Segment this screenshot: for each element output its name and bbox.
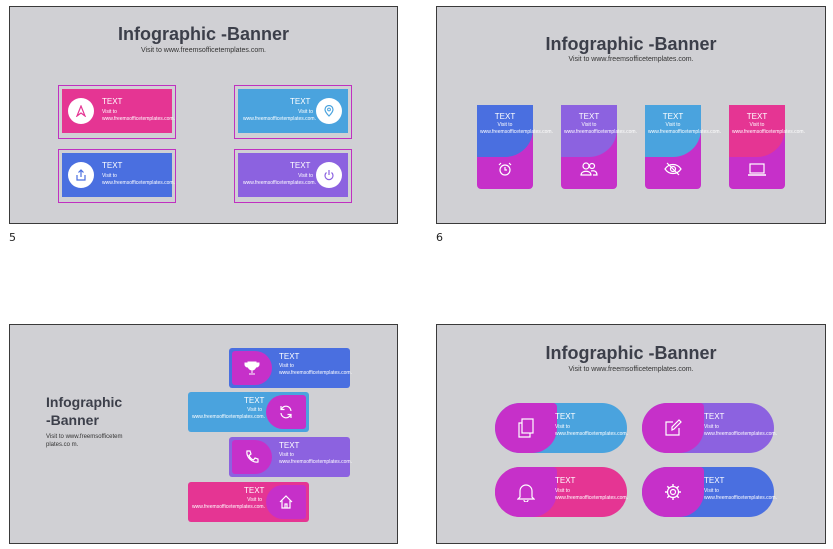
card-label: TEXT [290,161,311,170]
pill-card-1: TEXT Visit to www.freemsofficetemplates.… [495,403,628,453]
card-body: Visit to www.freemsofficetemplates.com. [732,122,805,135]
slide-number: 5 [9,231,16,244]
slide-title: Infographic -Banner [545,34,717,54]
card-body: Visit to www.freemsofficetemplates.com. [704,488,777,501]
card-body: Visit to www.freemsofficetemplates.com. [648,122,721,135]
refresh-icon [266,395,306,429]
phone-icon [232,440,272,474]
navigation-arrow-icon [68,98,94,124]
card-body: Visit to www.freemsofficetemplates.com. [102,173,175,186]
pill-card-4: TEXT Visit to www.freemsofficetemplates.… [642,467,777,517]
slide-thumbnail-7[interactable]: Infographic -Banner Visit to www.freemso… [9,324,398,544]
card-label: TEXT [279,352,300,361]
card-label: TEXT [662,112,684,121]
copy-icon [495,403,557,453]
card-body: Visit to www.freemsofficetemplates.com. [555,424,628,437]
banner-card-3: TEXT Visit to www.freemsofficetemplates.… [645,105,721,189]
eye-off-icon [664,162,682,176]
card-label: TEXT [555,476,576,485]
card-label: TEXT [578,112,600,121]
slide-title: Infographic -Banner [46,394,123,428]
card-outline [58,85,176,139]
card-1: TEXT Visit to www.freemsofficetemplates.… [62,89,175,133]
card-label: TEXT [704,476,725,485]
slide-subtitle: Visit to www.freemsofficetem plates.co m… [46,434,123,448]
card-2: TEXT Visit to www.freemsofficetemplates.… [238,89,348,133]
card-body: Visit to www.freemsofficetemplates.com. [192,497,265,510]
card-body: Visit to www.freemsofficetemplates.com. [243,173,316,186]
card-body: Visit to www.freemsofficetemplates.com. [279,363,352,376]
card-body: Visit to www.freemsofficetemplates.com. [102,109,175,122]
settings-gear-icon [642,467,704,517]
slide-subtitle: Visit to www.freemsofficetemplates.com. [140,47,266,54]
card-body: Visit to www.freemsofficetemplates.com. [243,109,316,122]
card-outline [58,149,176,203]
card-label: TEXT [244,486,265,495]
home-icon [266,485,306,519]
card-3: TEXT Visit to www.freemsofficetemplates.… [62,153,175,197]
slide-subtitle: Visit to www.freemsofficetemplates.com. [568,366,694,373]
card-label: TEXT [102,161,123,170]
row-card-3: TEXT Visit to www.freemsofficetemplates.… [229,437,352,477]
slide-thumbnail-6[interactable]: Infographic -Banner Visit to www.freemso… [436,6,826,224]
card-outline [234,85,352,139]
card-label: TEXT [555,412,576,421]
card-body: Visit to www.freemsofficetemplates.com. [192,407,265,420]
row-card-4: TEXT Visit to www.freemsofficetemplates.… [188,482,309,522]
card-label: TEXT [494,112,516,121]
slide-number: 6 [436,231,443,244]
users-icon [580,161,598,177]
card-body: Visit to www.freemsofficetemplates.com. [564,122,637,135]
row-card-1: TEXT Visit to www.freemsofficetemplates.… [229,348,352,388]
location-pin-icon [316,98,342,124]
card-label: TEXT [290,97,311,106]
pill-card-3: TEXT Visit to www.freemsofficetemplates.… [495,467,628,517]
edit-icon [642,403,704,453]
slide-thumbnail-8[interactable]: Infographic -Banner Visit to www.freemso… [436,324,826,544]
slide-title: Infographic -Banner [117,24,289,44]
card-label: TEXT [102,97,123,106]
card-body: Visit to www.freemsofficetemplates.com. [704,424,777,437]
trophy-icon [232,351,272,385]
card-label: TEXT [244,396,265,405]
card-4: TEXT Visit to www.freemsofficetemplates.… [238,153,348,197]
share-upload-icon [68,162,94,188]
pill-card-2: TEXT Visit to www.freemsofficetemplates.… [642,403,777,453]
card-label: TEXT [746,112,768,121]
slide-title: Infographic -Banner [545,343,717,363]
card-body: Visit to www.freemsofficetemplates.com. [279,452,352,465]
row-card-2: TEXT Visit to www.freemsofficetemplates.… [188,392,309,432]
banner-card-4: TEXT Visit to www.freemsofficetemplates.… [729,105,805,189]
card-body: Visit to www.freemsofficetemplates.com. [555,488,628,501]
alarm-clock-icon [497,161,513,177]
slide-thumbnail-5[interactable]: Infographic -Banner Visit to www.freemso… [9,6,398,224]
laptop-icon [747,163,767,177]
power-icon [316,162,342,188]
slide-subtitle: Visit to www.freemsofficetemplates.com. [568,56,694,63]
card-label: TEXT [704,412,725,421]
card-outline [234,149,352,203]
card-body: Visit to www.freemsofficetemplates.com. [480,122,553,135]
card-label: TEXT [279,441,300,450]
banner-card-2: TEXT Visit to www.freemsofficetemplates.… [561,105,637,189]
banner-card-1: TEXT Visit to www.freemsofficetemplates.… [477,105,553,189]
bell-icon [495,467,557,517]
